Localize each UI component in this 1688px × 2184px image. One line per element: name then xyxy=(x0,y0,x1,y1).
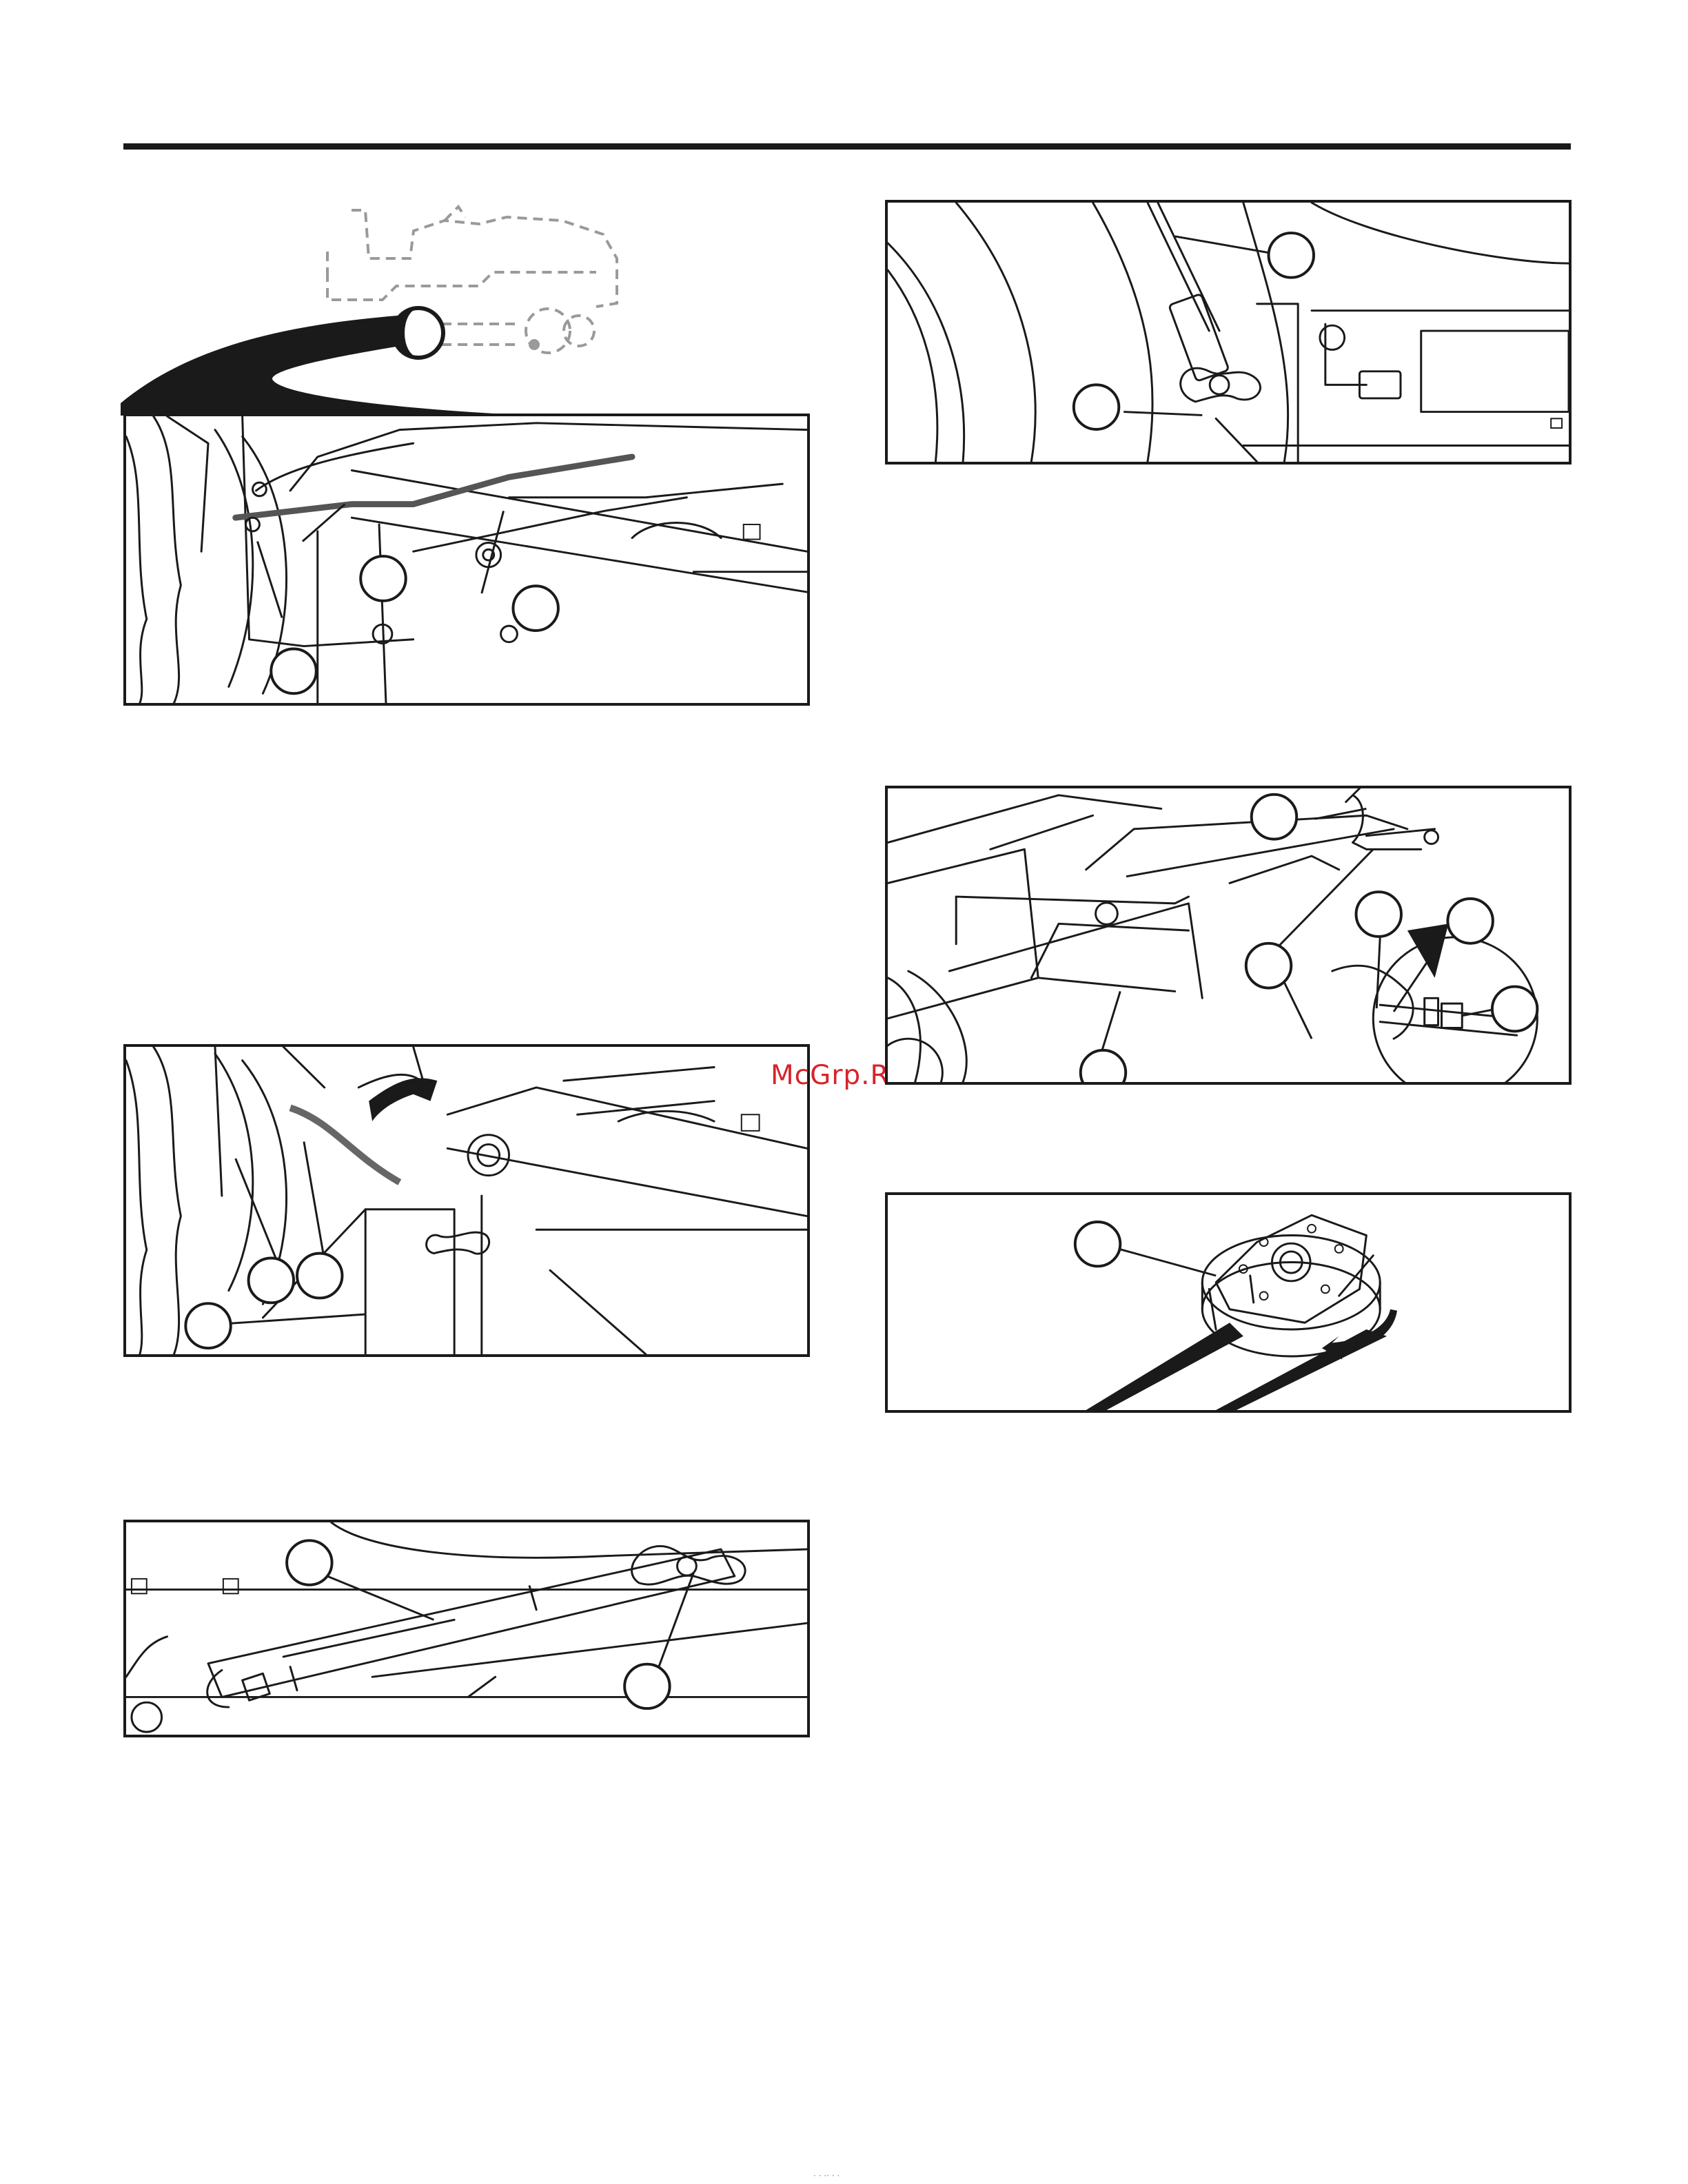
figure-blade-hairpin xyxy=(123,1520,810,1737)
tractor-locator-illustration xyxy=(121,196,810,424)
header-rule xyxy=(123,143,1571,150)
page-footer: · · ·· · · xyxy=(813,2171,840,2181)
figure-belt-clutch xyxy=(885,1192,1572,1413)
figure-steering-link xyxy=(123,414,810,706)
magnifier-pointer-icon xyxy=(121,308,534,416)
figure-cable-clip xyxy=(885,200,1572,465)
figure-deck-bracket-detail xyxy=(885,786,1572,1085)
figure-deck-lift xyxy=(123,1044,810,1357)
